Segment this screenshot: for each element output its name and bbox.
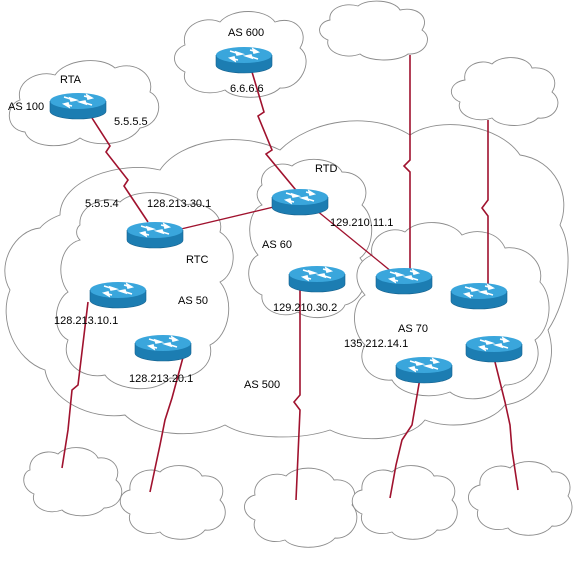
rtc-ip2-label: 128.213.30.1 [147,198,211,210]
cloud-bottom-2 [119,465,226,540]
router-rta [49,92,107,120]
router-as70a [395,356,453,384]
rtd-name-label: RTD [315,163,337,175]
rtc-ip1-label: 5.5.5.4 [85,198,119,210]
rtd-ip-label: 129.210.11.1 [330,217,393,229]
link-rta-rtc [91,117,149,223]
as50-label: AS 50 [178,295,208,307]
rta-ip-label: 5.5.5.5 [114,116,148,128]
router-as60 [288,265,346,293]
link-topcenter-as70 [402,55,411,282]
cloud-bottom-1 [23,447,123,517]
link-as600-rtd [251,71,301,196]
as600-label: AS 600 [228,27,264,39]
cloud-bottom-4 [351,465,458,540]
cloud-top-right [451,57,559,126]
cloud-bottom-3 [244,467,358,548]
as50-ip1-label: 128.213.10.1 [54,315,118,327]
router-as70c [465,335,523,363]
cloud-bottom-5 [468,461,573,536]
link-rtd-as70 [315,209,393,273]
rtc-name-label: RTC [186,254,208,266]
router-as70b [450,282,508,310]
router-rtd [271,188,329,216]
link-as60-bottom [292,290,301,501]
as500-label: AS 500 [244,379,280,391]
router-as600 [215,46,273,74]
cloud-top-center [319,0,428,61]
as50-ip2-label: 128.213.20.1 [129,373,193,385]
link-as70b-bottom [493,357,519,491]
rta-as-label: AS 100 [8,101,44,113]
router-rte [375,267,433,295]
link-as70a-bottom [389,377,421,499]
rta-name-label: RTA [60,74,82,86]
as70-label: AS 70 [398,323,428,335]
link-as50b-bottom [149,349,186,493]
as600-ip-label: 6.6.6.6 [230,83,264,95]
as60-label: AS 60 [262,239,292,251]
link-as50a-bottom [61,301,89,469]
link-topright-as70 [481,120,489,292]
router-rtc [126,221,184,249]
router-as50b [134,334,192,362]
as70-ip-label: 135.212.14.1 [344,338,408,350]
router-as50a [89,281,147,309]
as60-ip-label: 129.210.30.2 [273,302,337,314]
